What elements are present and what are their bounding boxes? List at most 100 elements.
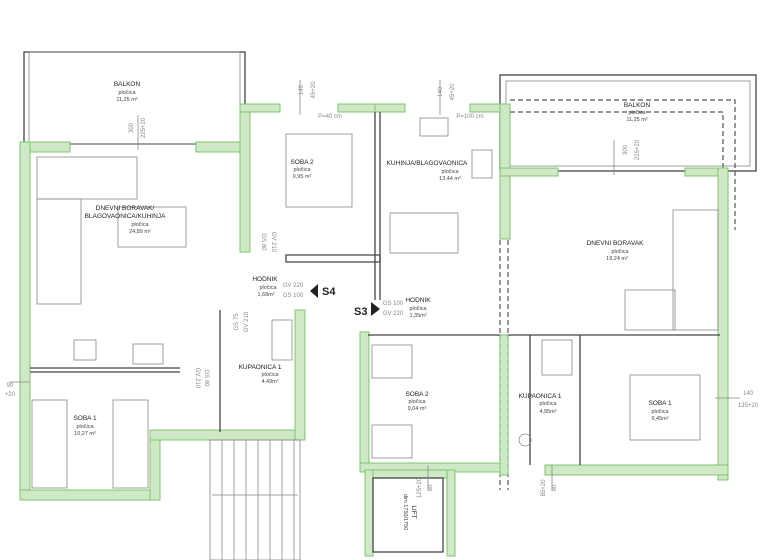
plan-line [36,198,82,305]
dining-table-left [117,206,187,248]
wall-segment [446,469,456,557]
wall-segment [195,141,247,153]
wall-segment [337,103,381,113]
room-name: KUHINJA/BLAGOVAONICA [387,160,468,167]
plan-line [499,74,757,172]
wall-segment [19,489,161,501]
wall-segment [499,334,509,476]
room-label: pločica [539,401,557,407]
dimension-label: GS 100 [383,301,404,307]
plan-line: LIFT dim 1750/1750 [402,494,417,530]
dimension-label: 125+20 [417,477,423,498]
section-arrow-icon [310,284,318,298]
room-label: pločica [131,222,149,228]
dimension-label: 90 [7,383,14,389]
wall-segment [544,464,729,476]
wall-segment [717,167,729,481]
stove-kitchen [471,149,493,179]
room-label: pločica [408,399,426,405]
dimension-label: GV 210 [194,368,200,389]
sofa-right [672,209,719,331]
wall-segment [239,103,251,253]
wall-segment [294,309,306,441]
walls [19,103,729,557]
room-label: pločica [628,110,646,116]
dimension-label: 140 [438,86,444,97]
room-name: SOBA 1 [73,415,97,422]
bed-soba2-right-a [371,344,413,379]
plan-line: GS 80 [260,233,266,251]
dimension-label: GV 220 [383,311,404,317]
plan-line [209,439,301,560]
room-label: pločica [611,249,629,255]
wall-segment [239,103,281,113]
dimension-label: 140 [299,84,305,95]
room-label: 13,44 m² [439,176,461,182]
room-label: 24,89 m² [129,229,151,235]
dimension-label: 45+20 [450,83,456,101]
interior-lines [30,112,720,553]
dimension-label: 85+20 [541,479,547,497]
bed-soba2-left [285,133,353,208]
plan-line: 225+20 [141,117,147,138]
dimension-label: 140 [743,391,754,397]
room-label: 10,27 m² [74,431,96,437]
sink-kitchen [419,117,449,137]
plan-line: 45+20 [311,81,317,99]
room-label: 9,95 m² [293,174,312,180]
plan-line: GS 80 [203,369,209,387]
room-label: 1,68m² [257,292,274,298]
room-labels: BALKON pločica 11,25 m² DNEVNI BORAVAK/ … [73,81,672,530]
room-name: HODNIK [405,297,431,304]
room-name: SOBA 2 [405,391,429,398]
room-label: 9,45m² [651,416,668,422]
plan-line [212,440,298,560]
bed-soba1-right [629,374,701,441]
bathtub-left [271,319,293,361]
plan-line [10,80,740,490]
room-label: 9,04 m² [408,406,427,412]
plan-line: GV 210 [194,368,200,389]
plan-line: 300 [623,144,629,155]
plan-line [28,51,241,145]
plan-line: 225+20 [635,139,641,160]
section-label-s3: S3 [354,306,367,318]
section-markers: S4 S3 [310,284,380,318]
plan-line [30,367,180,373]
room-name: BALKON [624,102,651,109]
wall-segment [374,103,406,113]
plan-line: 300 [129,122,135,133]
room-label: pločica [76,424,94,430]
dimension-label: GV 220 [283,283,304,289]
dimension-label: 225+20 [141,117,147,138]
room-name: LIFT [410,505,417,518]
sofa-left [36,156,138,200]
section-arrow-icon [371,302,380,316]
room-label: 11,25 m² [626,117,647,123]
dimension-label: GS 80 [260,233,266,251]
room-label: 4,95m² [539,409,556,415]
room-label: pločica [118,90,136,96]
furniture [31,117,719,560]
wall-segment [359,331,370,473]
plan-line: 125+20 [417,477,423,498]
room-label: 4,49m² [261,379,278,385]
dimension-label: P=40 cm [318,114,342,120]
staircase [209,439,301,560]
plan-line [285,254,381,263]
dimension-label: GV 210 [244,311,250,332]
balcony-left [23,51,246,145]
sink-left [132,343,164,365]
section-label-s4: S4 [322,286,336,298]
room-label: dim 1750/1750 [402,494,408,530]
room-label: pločica [293,167,311,173]
dimension-label: 225+20 [635,139,641,160]
room-name: BALKON [114,81,141,88]
room-name: KUPAONICA 1 [519,393,562,400]
stove-left [73,339,97,361]
wall-segment [364,469,456,479]
dimension-label: GV 210 [270,232,276,253]
room-name: SOBA 1 [648,400,672,407]
dimension-label: 80 [428,484,434,491]
room-label: pločica [409,306,427,312]
